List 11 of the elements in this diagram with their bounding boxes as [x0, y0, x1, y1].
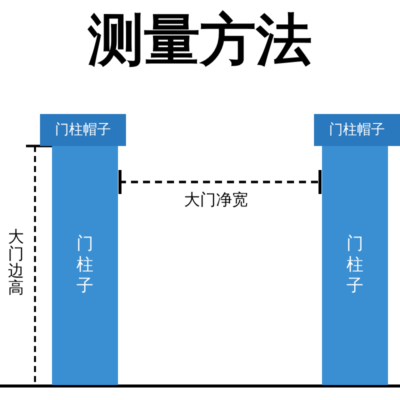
cap-label: 门柱帽子 [329, 121, 385, 139]
gate-pillar [52, 146, 118, 385]
dimension-label: 大门边高 [8, 228, 23, 296]
pillar-cap [314, 114, 400, 146]
pillar-label: 门柱子 [76, 234, 94, 297]
gate-pillar [322, 146, 388, 385]
pillar-cap [40, 114, 126, 146]
dimension-label: 大门净宽 [183, 190, 249, 211]
cap-label: 门柱帽子 [55, 121, 111, 139]
title: 测量方法 [86, 7, 313, 75]
pillar-label: 门柱子 [346, 234, 364, 297]
